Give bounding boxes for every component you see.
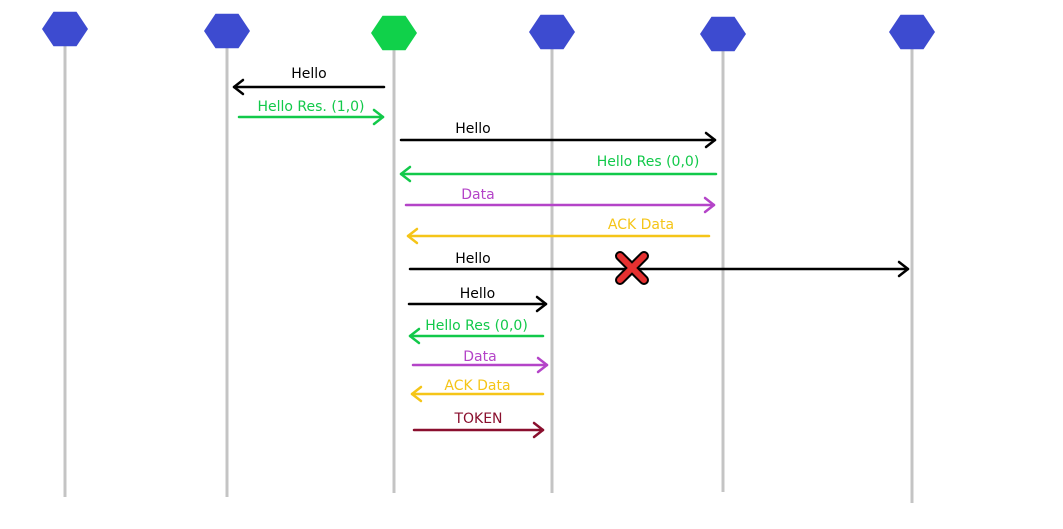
lifelines-layer: [63, 29, 914, 503]
message-label: Hello: [455, 121, 491, 137]
message-label: Hello Res (0,0): [597, 154, 700, 170]
arrowhead-icon: [532, 421, 545, 439]
node-n6-hexagon: [889, 14, 935, 50]
arrowhead-icon: [408, 327, 421, 345]
message-10: Data: [411, 349, 549, 374]
arrowhead-icon: [704, 131, 717, 149]
message-label: Hello: [460, 286, 496, 302]
arrowhead-icon: [372, 108, 385, 126]
arrowhead-icon: [536, 356, 549, 374]
message-3: Hello: [399, 121, 717, 149]
lost-message-cross-icon: [615, 251, 649, 285]
node-n4-hexagon: [529, 14, 575, 50]
message-label: Data: [463, 349, 496, 365]
message-4: Hello Res (0,0): [399, 154, 718, 183]
arrowhead-icon: [703, 196, 716, 214]
message-label: Data: [461, 187, 494, 203]
node-n1-hexagon: [42, 11, 88, 47]
message-label: ACK Data: [608, 217, 674, 233]
message-11: ACK Data: [410, 378, 545, 403]
arrowhead-icon: [232, 78, 245, 96]
message-label: ACK Data: [444, 378, 510, 394]
message-label: TOKEN: [453, 411, 502, 427]
message-2: Hello Res. (1,0): [237, 99, 385, 126]
node-n5-hexagon: [700, 16, 746, 52]
message-8: Hello: [407, 286, 548, 313]
message-1: Hello: [232, 66, 386, 96]
nodes-layer: [42, 11, 935, 52]
arrowhead-icon: [399, 165, 412, 183]
message-12: TOKEN: [412, 411, 545, 439]
message-7: Hello: [408, 251, 910, 285]
message-6: ACK Data: [406, 217, 711, 245]
message-label: Hello Res (0,0): [425, 318, 528, 334]
message-label: Hello: [291, 66, 327, 82]
message-5: Data: [404, 187, 716, 214]
message-label: Hello Res. (1,0): [257, 99, 364, 115]
node-n2-hexagon: [204, 13, 250, 49]
arrowhead-icon: [897, 260, 910, 278]
message-9: Hello Res (0,0): [408, 318, 545, 345]
message-label: Hello: [455, 251, 491, 267]
node-n3-hexagon: [371, 15, 417, 51]
arrowhead-icon: [410, 385, 423, 403]
arrowhead-icon: [535, 295, 548, 313]
arrowhead-icon: [406, 227, 419, 245]
